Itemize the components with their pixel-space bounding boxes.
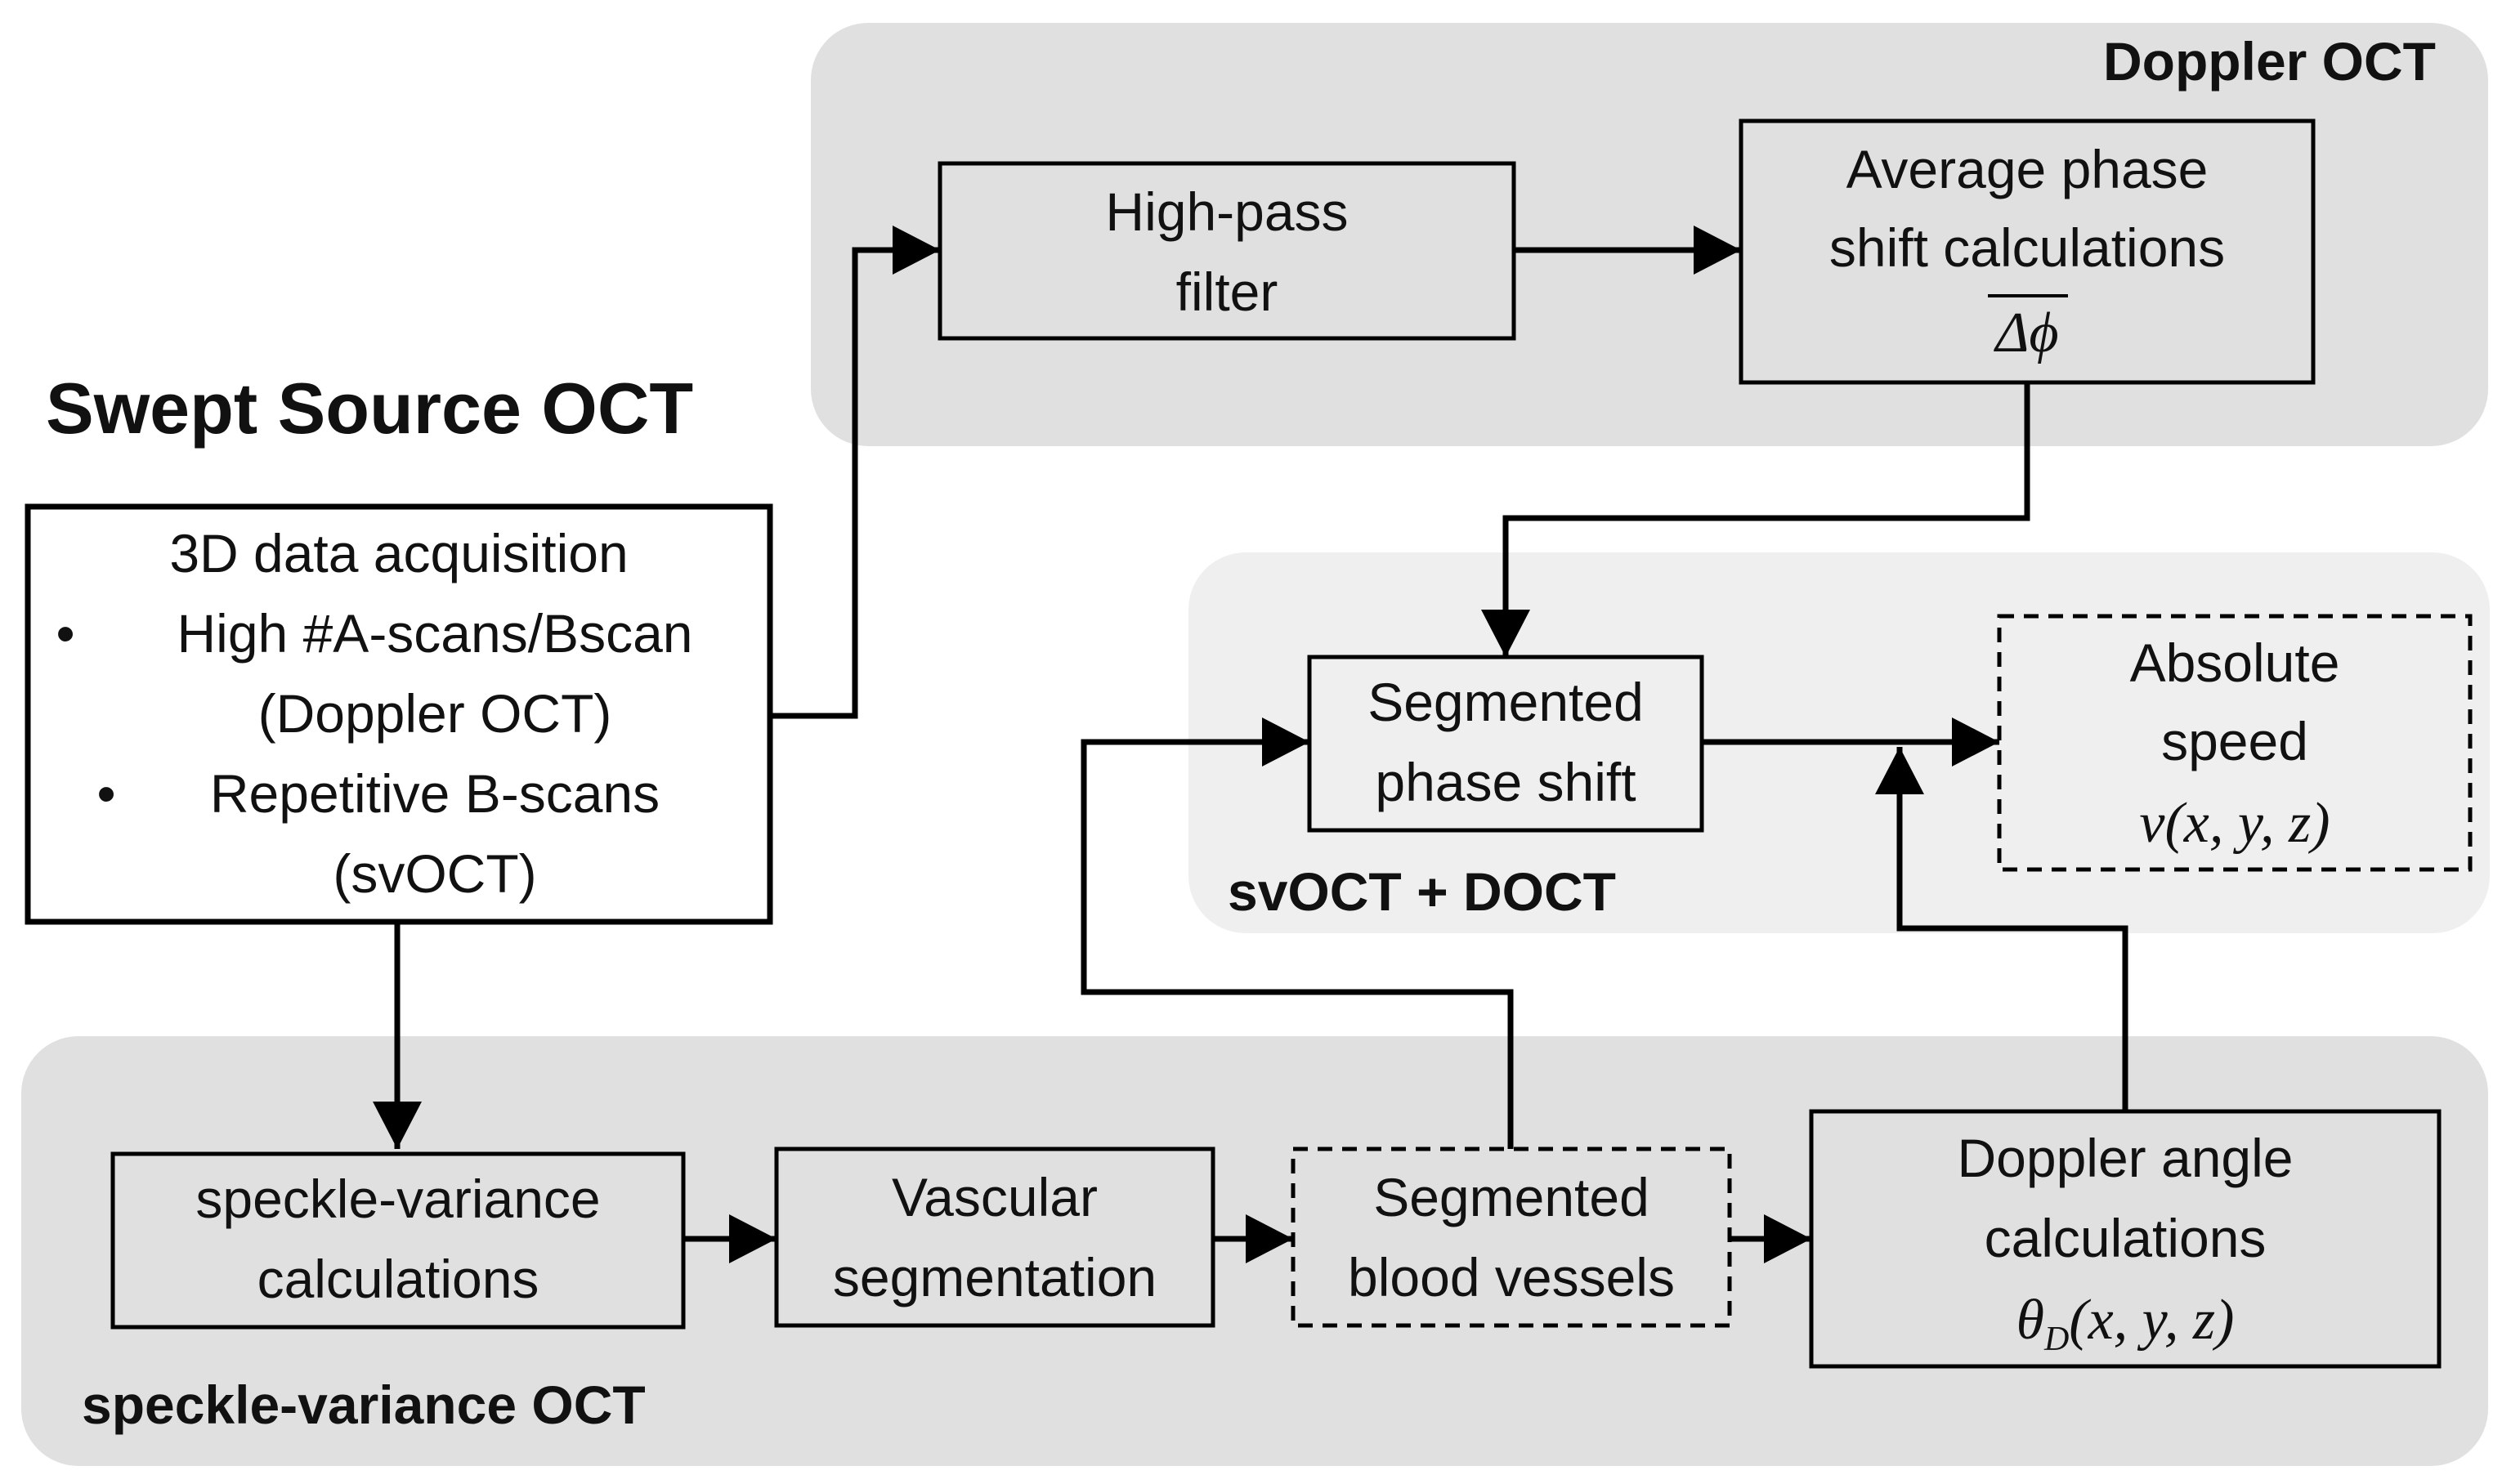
svoct-doct-label: svOCT + DOCT: [1228, 861, 1616, 922]
average-phase-line-1: Average phase: [1846, 139, 2209, 199]
vascular-seg-line-2: segmentation: [833, 1247, 1157, 1307]
speckle-calc-line-1: speckle-variance: [195, 1169, 600, 1229]
doppler-angle-formula: θD(x, y, z): [2016, 1289, 2235, 1358]
segmented-blood-vessels-box: Segmented blood vessels: [1291, 1147, 1732, 1328]
doppler-oct-label: Doppler OCT: [2103, 31, 2436, 92]
doppler-angle-line-1: Doppler angle: [1958, 1128, 2294, 1188]
absolute-speed-line-1: Absolute: [2130, 632, 2340, 693]
segmented-phase-line-1: Segmented: [1367, 672, 1644, 732]
high-pass-line-2: filter: [1176, 261, 1278, 322]
high-pass-line-1: High-pass: [1105, 181, 1348, 242]
arrow-acquisition-to-highpass: [772, 226, 940, 719]
segmented-phase-line-2: phase shift: [1375, 752, 1636, 812]
arrow-avgphase-to-segphase: [1481, 384, 2030, 657]
absolute-speed-formula: v(x, y, z): [2139, 792, 2330, 855]
segmented-vessels-line-2: blood vessels: [1348, 1247, 1675, 1307]
vascular-seg-line-1: Vascular: [892, 1167, 1098, 1227]
speckle-variance-oct-label: speckle-variance OCT: [82, 1374, 646, 1435]
segmented-phase-shift-box: Segmented phase shift: [1307, 655, 1704, 833]
absolute-speed-box: Absolute speed v(x, y, z): [1997, 614, 2473, 872]
doppler-angle-line-2: calculations: [1985, 1208, 2267, 1268]
acquisition-item-1-line-1: High #A-scans/Bscan: [177, 603, 693, 664]
speckle-variance-calculations-box: speckle-variance calculations: [110, 1151, 686, 1330]
doppler-angle-calculations-box: Doppler angle calculations θD(x, y, z): [1809, 1109, 2442, 1369]
arrow-vessels-to-segphase: [1081, 717, 1514, 1149]
acquisition-heading: 3D data acquisition: [169, 523, 628, 583]
speckle-calc-line-2: calculations: [257, 1249, 539, 1309]
acquisition-item-1-line-2: (Doppler OCT): [258, 683, 612, 744]
average-phase-shift-box: Average phase shift calculations Δϕ: [1739, 118, 2316, 385]
acquisition-item-2-line-1: Repetitive B-scans: [210, 763, 660, 824]
acquisition-bullet-2: •: [96, 763, 115, 824]
vascular-segmentation-box: Vascular segmentation: [774, 1147, 1215, 1328]
acquisition-bullet-1: •: [56, 603, 74, 664]
absolute-speed-line-2: speed: [2161, 711, 2308, 771]
high-pass-filter-box: High-pass filter: [938, 161, 1516, 341]
average-phase-line-2: shift calculations: [1829, 217, 2225, 278]
acquisition-item-2-line-2: (svOCT): [333, 843, 536, 904]
arrow-angle-to-speed: [1875, 747, 2128, 1111]
segmented-vessels-line-1: Segmented: [1373, 1167, 1649, 1227]
average-phase-symbol: Δϕ: [1993, 302, 2058, 364]
main-title: Swept Source OCT: [46, 368, 693, 449]
acquisition-box: 3D data acquisition • High #A-scans/Bsca…: [25, 503, 773, 925]
